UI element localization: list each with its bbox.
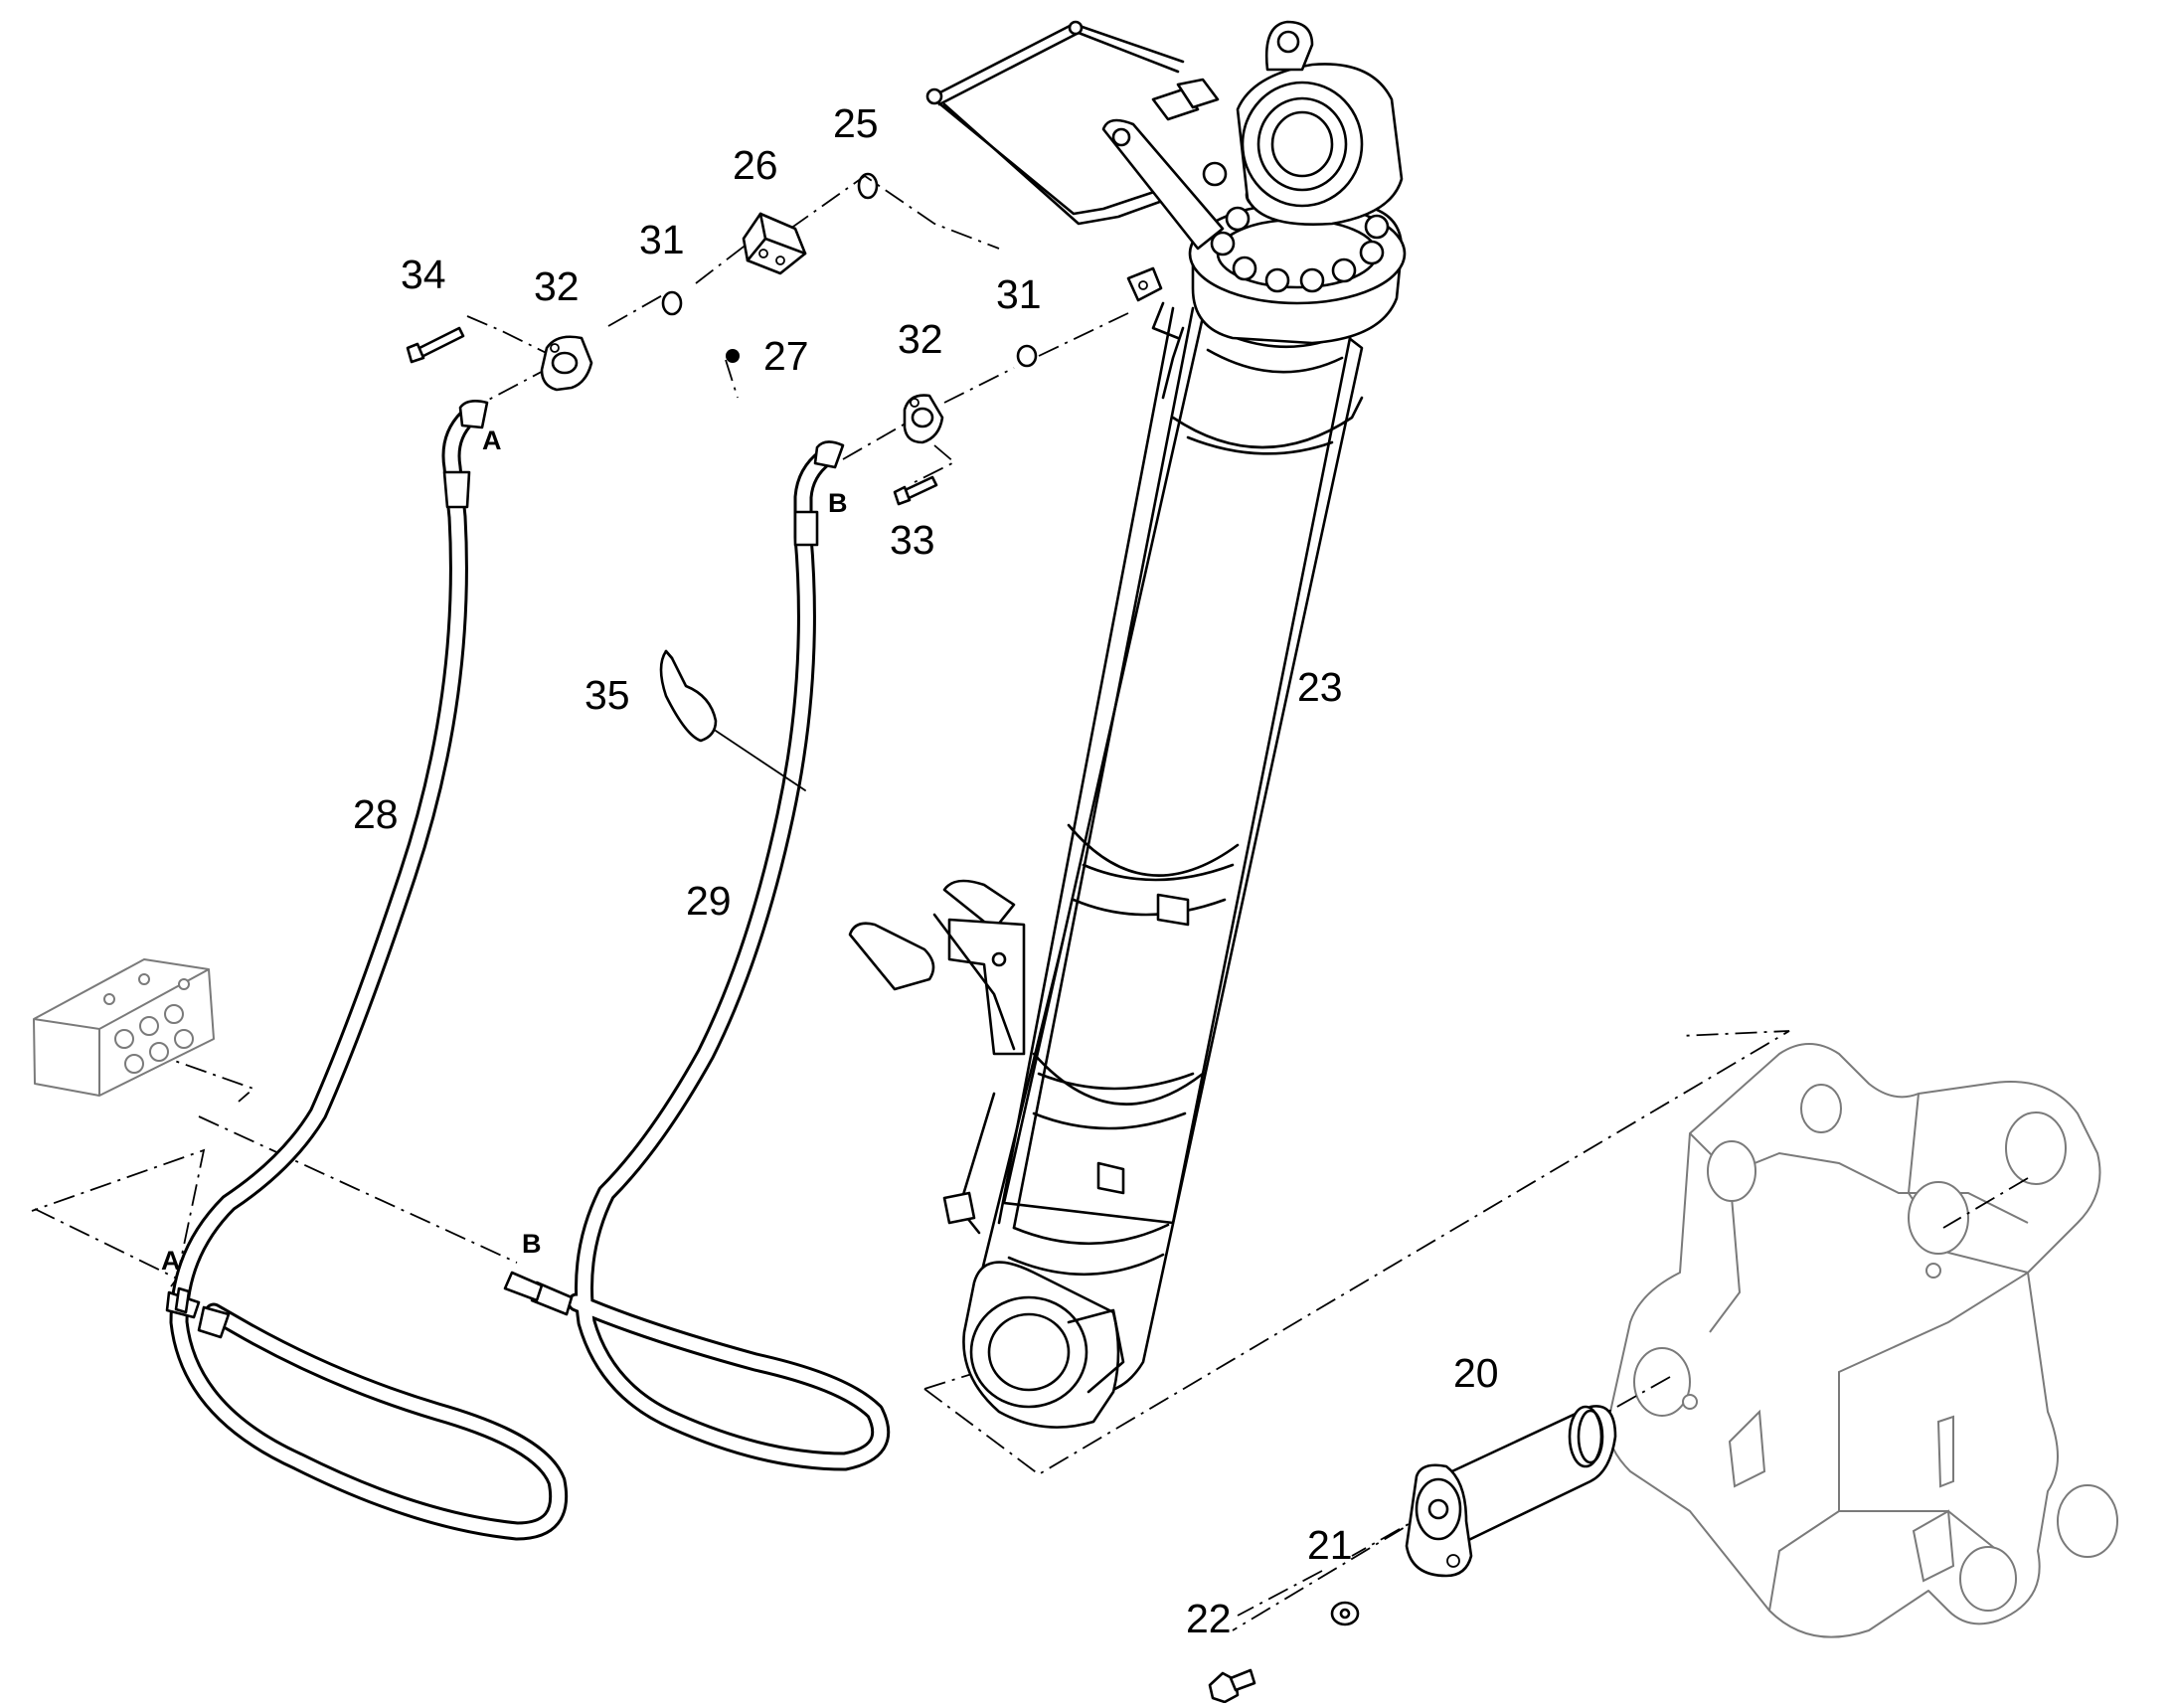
callout-31-left: 31: [639, 217, 685, 262]
callout-35: 35: [585, 672, 630, 718]
callout-21: 21: [1307, 1522, 1353, 1568]
callout-32-right: 32: [898, 316, 943, 362]
callout-20: 20: [1453, 1350, 1499, 1396]
callout-28: 28: [353, 791, 399, 837]
port-b-top: B: [828, 488, 848, 518]
mounting-bracket: [1606, 1043, 2118, 1638]
callout-25: 25: [833, 100, 879, 146]
port-markers: A B A B: [161, 426, 848, 1276]
port-a-top: A: [482, 426, 502, 455]
part-callouts: 20 21 22 23 25 26 27 28 29 31 31 32 32 3…: [353, 100, 1499, 1641]
port-b-bottom: B: [522, 1229, 542, 1259]
callout-27: 27: [763, 333, 809, 379]
callout-34: 34: [401, 252, 446, 297]
callout-29: 29: [686, 878, 732, 924]
port-a-bottom: A: [161, 1246, 181, 1276]
callout-23: 23: [1297, 664, 1343, 710]
callout-26: 26: [733, 142, 778, 188]
valve-block: [33, 958, 215, 1097]
hose-29: [503, 440, 891, 1471]
callout-32-left: 32: [534, 263, 580, 309]
callout-33: 33: [890, 517, 935, 563]
callout-22: 22: [1186, 1596, 1232, 1641]
callout-31-right: 31: [996, 271, 1042, 317]
hose-28: [165, 400, 569, 1541]
fittings: [406, 172, 1617, 1704]
hydraulic-cylinder: [848, 20, 1407, 1429]
